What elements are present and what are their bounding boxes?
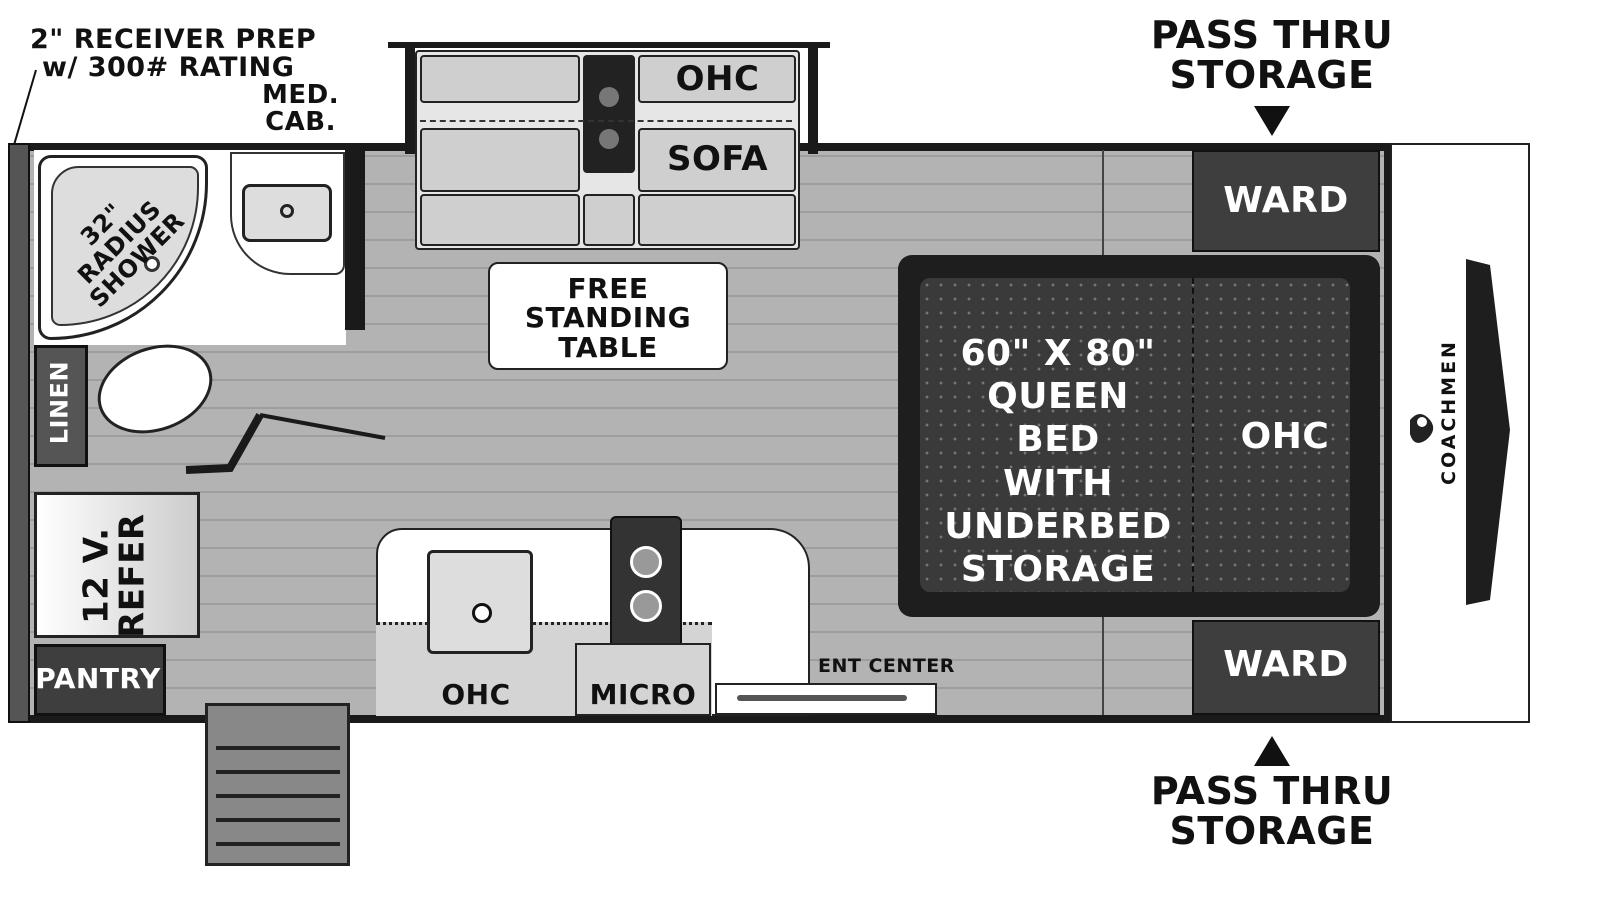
cupholder-icon: [599, 129, 619, 149]
slideout-right-wall: [808, 42, 818, 154]
pantry: [34, 644, 166, 716]
burner-icon: [630, 546, 662, 578]
mattress: [920, 278, 1350, 592]
ward-top-label: WARD: [1223, 180, 1349, 221]
wardrobe-top: [1192, 150, 1380, 252]
bath-vanity: [230, 152, 345, 275]
linen-closet: [34, 345, 88, 467]
ent-center-label: ENT CENTER: [818, 655, 955, 677]
med-cab-line-1: MED.: [262, 80, 340, 110]
bed-line-3: WITH: [1003, 462, 1113, 504]
pass-thru-top-line-2: STORAGE: [1169, 52, 1375, 97]
shower: [38, 155, 208, 340]
pass-thru-top-line-1: PASS THRU: [1150, 13, 1394, 57]
receiver-line-2: w/ 300# RATING: [42, 52, 295, 84]
slide-ohc-label: OHC: [675, 59, 760, 99]
sofa-seat-right: [638, 128, 796, 192]
coachman-icon: [1402, 400, 1442, 460]
slideout-line: [420, 120, 792, 122]
entry-steps: [205, 703, 350, 866]
drain-icon: [280, 204, 294, 218]
pass-thru-bottom-line-1: PASS THRU: [1150, 769, 1394, 813]
bath-sink: [242, 184, 332, 242]
pantry-label: PANTRY: [35, 662, 161, 695]
sofa-label: SOFA: [666, 139, 769, 179]
bed-line-1: 60" X 80": [960, 333, 1156, 374]
micro-label: MICRO: [589, 678, 697, 711]
cupholder-icon: [599, 87, 619, 107]
free-standing-table: [488, 262, 728, 370]
table-line-2: STANDING: [524, 301, 692, 335]
sofa-front-right: [638, 194, 796, 246]
refer-line-1: 12 V.: [76, 527, 117, 624]
bath-door-icon: [185, 413, 386, 474]
refer-label: 12 V. REFER: [76, 496, 152, 656]
bed-label: 60" X 80" QUEEN BED WITH UNDERBED STORAG…: [940, 332, 1176, 591]
front-chevron-icon: [1466, 259, 1510, 605]
burner-icon: [630, 590, 662, 622]
table-line-3: TABLE: [558, 330, 658, 364]
ohc-cabinet: [638, 55, 796, 103]
stove: [610, 516, 682, 650]
ohc-outline: [1192, 278, 1194, 592]
bath-wall: [345, 150, 365, 330]
pass-thru-bottom-line-2: STORAGE: [1169, 808, 1375, 853]
bed-line-5: STORAGE: [960, 548, 1156, 590]
kitchen-ohc-label: OHC: [441, 678, 511, 711]
receiver-line-1: 2" RECEIVER PREP: [30, 24, 317, 55]
faucet-icon: [472, 603, 492, 623]
sofa-front-center: [583, 194, 635, 246]
refer-line-2: REFER: [112, 513, 152, 638]
slideout-top-wall: [388, 42, 830, 48]
med-cab-line-2: CAB.: [265, 107, 336, 138]
rear-wall: [8, 143, 30, 723]
bed-line-4: UNDERBED: [944, 505, 1172, 547]
coachmen-logo: COACHMEN: [1438, 339, 1461, 485]
ward-bottom-label: WARD: [1223, 644, 1349, 685]
bed-ohc-label: OHC: [1240, 416, 1330, 457]
bed-line-2: QUEEN BED: [987, 376, 1129, 461]
refrigerator: [34, 492, 200, 638]
drain-icon: [144, 256, 160, 272]
sofa-seat-left: [420, 128, 580, 192]
receiver-label: 2" RECEIVER PREP w/ 300# RATING: [30, 24, 317, 84]
sofa-back-cushion: [420, 55, 580, 103]
tv-icon: [737, 695, 907, 701]
microwave: [575, 643, 711, 716]
arrow-down-icon: [1254, 106, 1290, 136]
pass-thru-bottom-label: PASS THRU STORAGE: [1150, 769, 1394, 853]
receiver-leader-line: [13, 69, 37, 146]
linen-label: LINEN: [45, 360, 74, 445]
pass-thru-top-label: PASS THRU STORAGE: [1150, 13, 1394, 97]
arrow-up-icon: [1254, 736, 1290, 766]
queen-bed: [898, 255, 1380, 617]
kitchen-sink: [427, 550, 533, 654]
sofa-front-left: [420, 194, 580, 246]
wardrobe-bottom: [1192, 620, 1380, 715]
slideout-left-wall: [405, 42, 415, 154]
table-label: FREE STANDING TABLE: [488, 272, 728, 364]
med-cab-label: MED. CAB.: [262, 80, 340, 138]
ent-center: [715, 683, 937, 715]
table-line-1: FREE: [567, 272, 649, 305]
sofa-console: [583, 55, 635, 173]
